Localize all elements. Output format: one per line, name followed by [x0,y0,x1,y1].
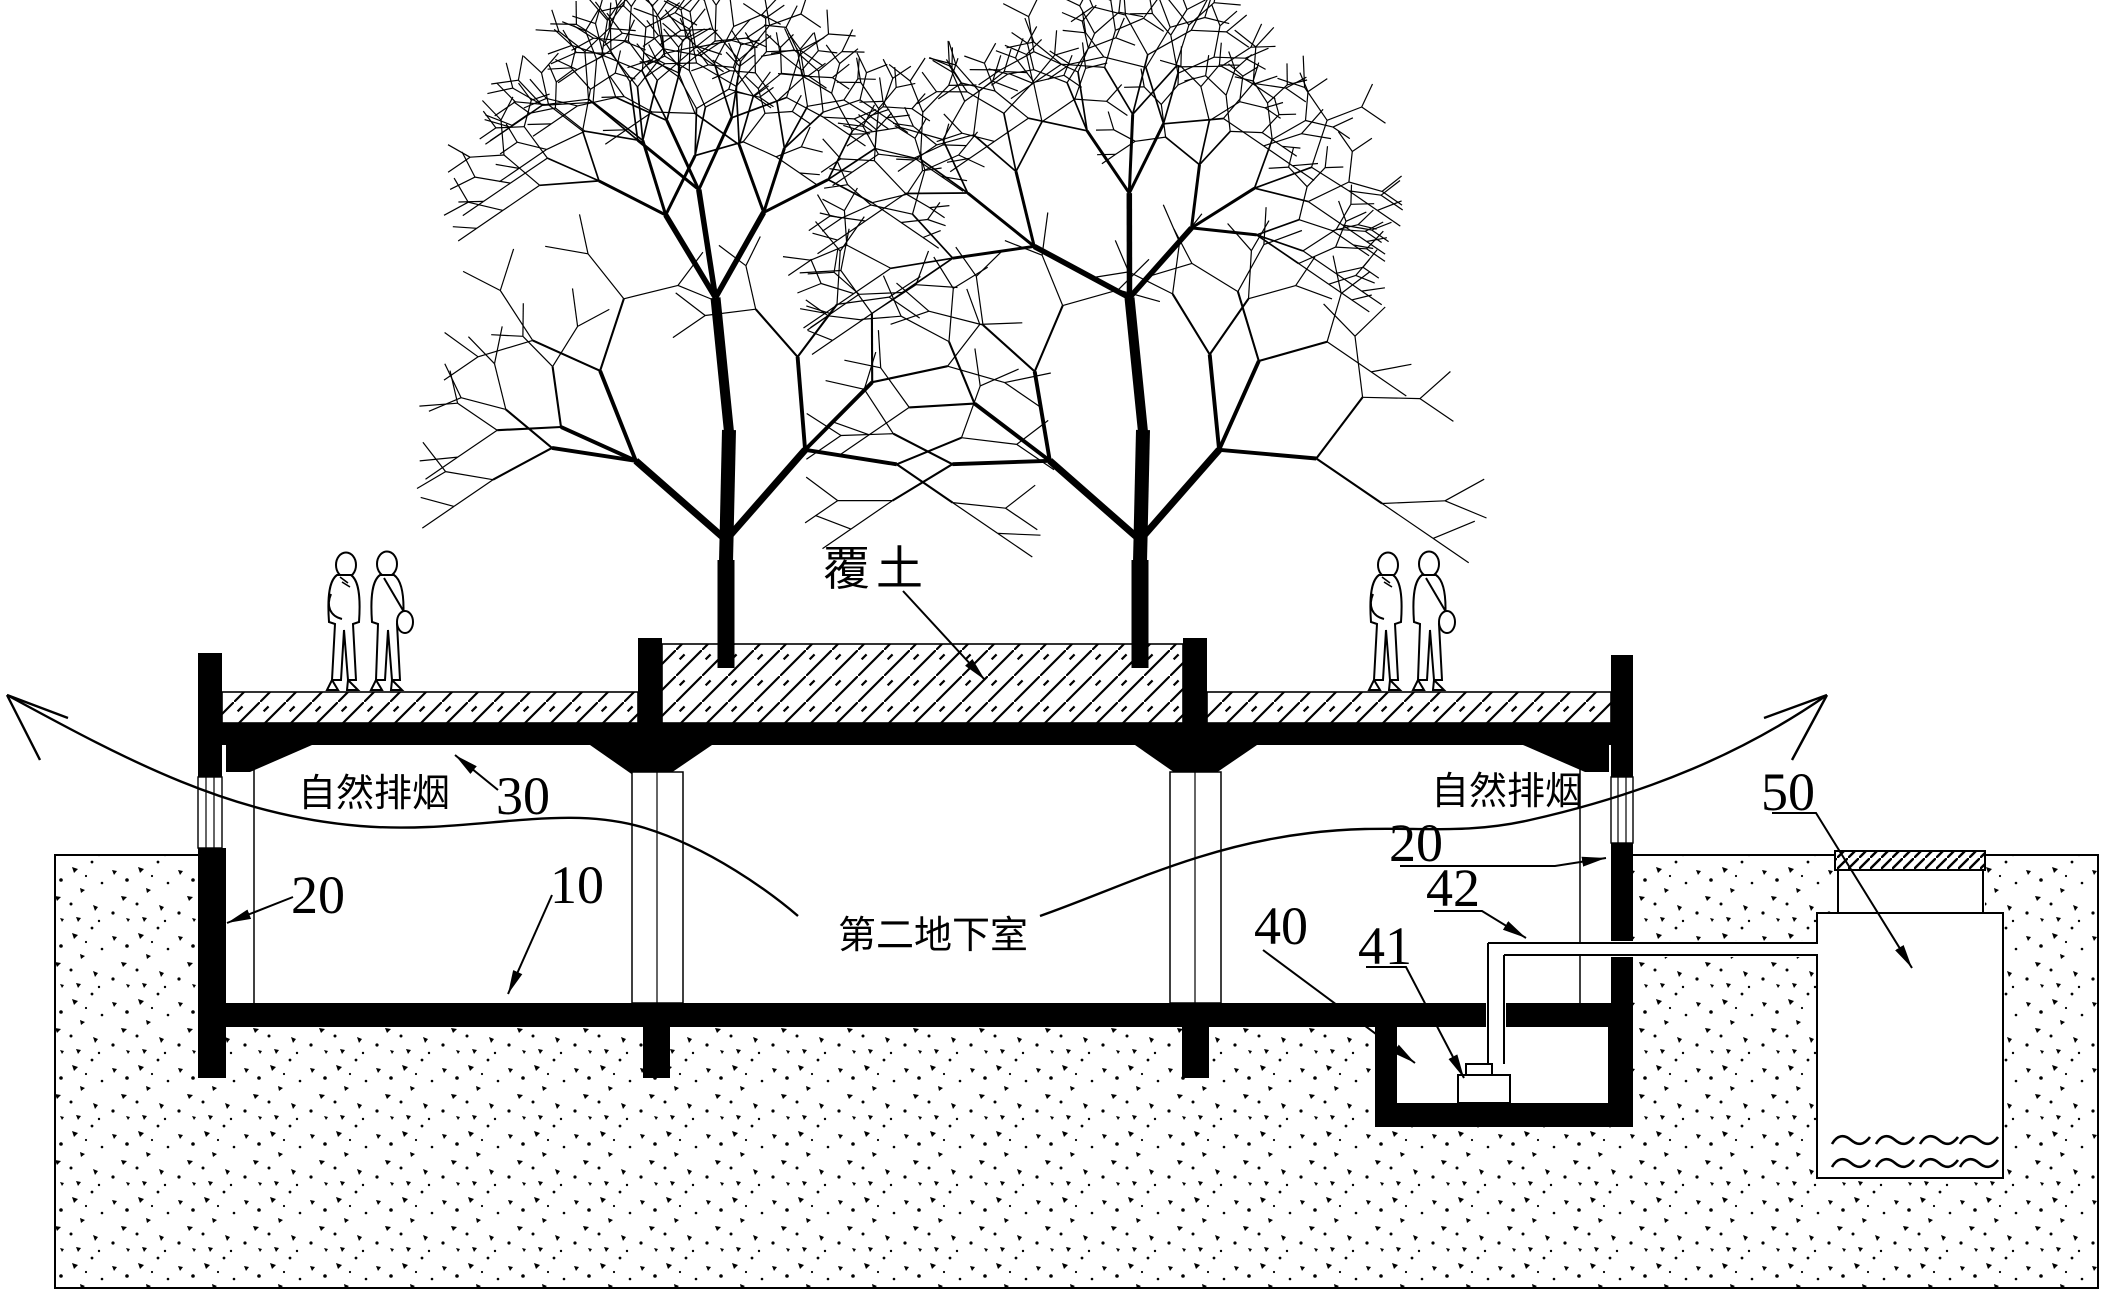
collection-well [1816,850,2004,1179]
ref-41: 41 [1358,916,1412,976]
leader-20-right [1400,856,1607,867]
leader-40 [1262,949,1416,1064]
leader-lines [226,590,1913,1079]
leader-20-left [226,896,294,924]
ref-40: 40 [1254,896,1308,956]
leader-41 [1366,966,1465,1079]
pipe-slab-penetration [1486,1001,1506,1029]
label-basement: 第二地下室 [838,913,1028,957]
ref-10: 10 [550,855,604,915]
parapet-left [198,653,222,777]
slab-haunch-right [1523,745,1609,772]
planter [638,638,1207,745]
leader-50 [1772,812,1913,969]
well-cover [1834,850,1986,871]
side-wall-left [197,653,226,1078]
ref-30: 30 [496,766,550,826]
leader-30 [454,754,499,791]
label-smoke-left: 自然排烟 [298,771,450,815]
ref-42: 42 [1426,858,1480,918]
planter-wall-left [638,638,662,745]
drain-pipe [1487,942,1818,1064]
column-footing-left [643,1027,670,1078]
sump-pump [1457,1063,1511,1104]
smoke-flow-left [5,693,799,917]
interior-column-left [631,771,684,1004]
label-cover-soil: 覆土 [823,542,929,597]
leader-42 [1434,910,1527,939]
ref-20-left: 20 [291,865,345,925]
tree-left [416,0,1055,668]
side-wall-right [1610,655,1634,1027]
tree-right [782,0,1487,668]
ceiling-slab [222,723,1613,745]
column-capital-right [1135,745,1257,775]
ref-50: 50 [1761,762,1815,822]
deck-left [221,691,639,724]
leader-cover-soil [902,590,986,681]
column-footing-right [1182,1027,1209,1078]
column-capital-left [590,745,712,775]
vent-louver-left [197,776,223,849]
smoke-flow-right [1039,693,1829,918]
floor-slab [226,1003,1613,1027]
vent-louver-right [1610,776,1634,844]
basement-excavation [198,846,1633,1004]
slab-haunch-left [226,745,312,772]
leader-10 [507,894,553,995]
cover-soil-fill [661,643,1184,724]
label-smoke-right: 自然排烟 [1431,769,1583,813]
planter-wall-right [1183,638,1207,745]
parapet-right [1611,655,1633,777]
interior-column-right [1169,771,1222,1004]
deck-right [1206,691,1612,724]
ref-20-right: 20 [1389,813,1443,873]
